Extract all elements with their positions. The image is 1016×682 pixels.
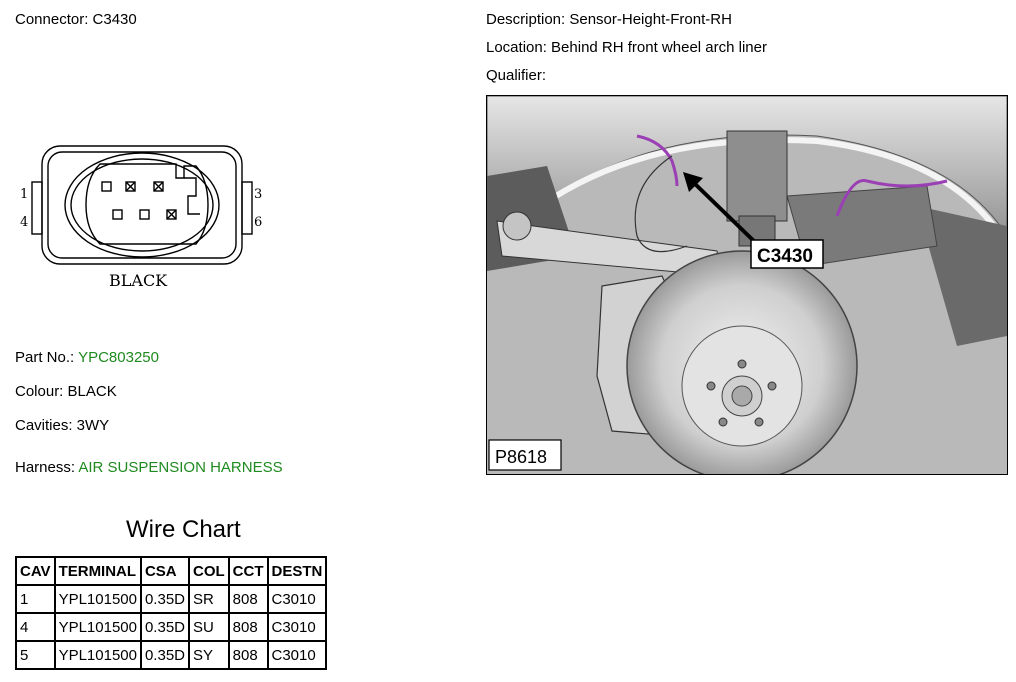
right-tab	[241, 181, 253, 235]
cell-csa: 0.35D	[139, 612, 191, 642]
description: Description: Sensor-Height-Front-RH	[486, 11, 732, 28]
cell-cav: 4	[15, 612, 56, 642]
table-row: 1 YPL101500 0.35D SR 808 C3010	[15, 584, 328, 614]
pin-label-6: 6	[254, 215, 262, 230]
cell-cav: 1	[15, 584, 56, 614]
connector-id: Connector: C3430	[15, 11, 137, 28]
location-photo: C3430 P8618	[486, 95, 1008, 475]
table-row: 5 YPL101500 0.35D SY 808 C3010	[15, 640, 328, 670]
colour: Colour: BLACK	[15, 383, 117, 400]
connector-face-drawing: 1 4 3 6 BLACK	[20, 145, 262, 290]
cell-destn: C3010	[266, 584, 328, 614]
qualifier: Qualifier:	[486, 67, 547, 84]
cell-csa: 0.35D	[139, 584, 191, 614]
cell-csa: 0.35D	[139, 640, 191, 670]
wire-chart-header-row: CAV TERMINAL CSA COL CCT DESTN	[15, 556, 328, 586]
cell-cct: 808	[227, 640, 269, 670]
part-number-label: Part No.:	[15, 349, 75, 366]
table-row: 4 YPL101500 0.35D SU 808 C3010	[15, 612, 328, 642]
pin-label-4: 4	[20, 215, 28, 230]
part-number: Part No.: YPC803250	[15, 349, 159, 366]
header-cav: CAV	[15, 556, 56, 586]
cell-terminal: YPL101500	[53, 584, 142, 614]
connector-color-caption: BLACK	[109, 271, 168, 290]
figure-id-box	[488, 439, 562, 471]
header-col: COL	[188, 556, 230, 586]
cavities: Cavities: 3WY	[15, 417, 110, 434]
cell-destn: C3010	[266, 640, 328, 670]
callout-box	[750, 239, 824, 269]
header-cct: CCT	[227, 556, 269, 586]
header-terminal: TERMINAL	[53, 556, 142, 586]
callout-label: C3430	[757, 246, 813, 267]
cell-terminal: YPL101500	[53, 612, 142, 642]
figure-id: P8618	[495, 447, 547, 467]
harness: Harness: AIR SUSPENSION HARNESS	[15, 459, 283, 476]
left-tab	[31, 181, 43, 235]
cell-col: SR	[188, 584, 230, 614]
cell-cct: 808	[227, 584, 269, 614]
suspension-illustration: C3430 P8618	[487, 96, 1007, 474]
header-destn: DESTN	[266, 556, 328, 586]
cell-col: SY	[188, 640, 230, 670]
cell-destn: C3010	[266, 612, 328, 642]
cell-cct: 808	[227, 612, 269, 642]
wire-chart-title: Wire Chart	[126, 516, 241, 543]
location: Location: Behind RH front wheel arch lin…	[486, 39, 767, 56]
harness-label: Harness:	[15, 459, 76, 476]
header-csa: CSA	[139, 556, 191, 586]
cell-terminal: YPL101500	[53, 640, 142, 670]
cell-col: SU	[188, 612, 230, 642]
pin-label-3: 3	[254, 187, 262, 202]
harness-link[interactable]: AIR SUSPENSION HARNESS	[78, 459, 283, 476]
pin-label-1: 1	[20, 187, 28, 202]
wire-chart-table: CAV TERMINAL CSA COL CCT DESTN 1 YPL1015…	[15, 556, 328, 670]
cell-cav: 5	[15, 640, 56, 670]
part-number-link[interactable]: YPC803250	[78, 349, 159, 366]
